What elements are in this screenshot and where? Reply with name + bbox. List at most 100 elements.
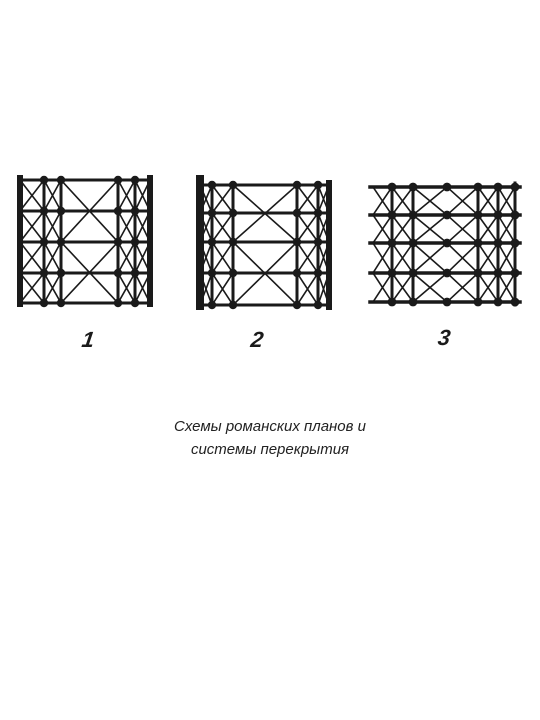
pier [292,300,302,310]
pier [387,182,397,192]
vault-rib [371,241,394,275]
pier [408,182,418,192]
pier [510,297,520,307]
pier [56,268,66,278]
pier [56,206,66,216]
pier [292,180,302,190]
pier [408,297,418,307]
vault-rib [18,209,46,244]
vault-rib [295,271,320,307]
vault-rib [316,183,331,215]
vault-rib [411,185,449,217]
pier [130,206,140,216]
pier [387,297,397,307]
vault-rib [133,240,152,275]
vault-rib [316,271,331,307]
pier [442,238,452,248]
pier [408,210,418,220]
pier [113,237,123,247]
vault-rib [231,240,299,307]
pier [113,268,123,278]
pier [442,182,452,192]
pier [56,175,66,185]
pier [510,182,520,192]
pier [313,237,323,247]
pier [442,210,452,220]
pier [387,268,397,278]
pier [207,268,217,278]
vault-rib [316,240,331,275]
vault-rib [231,183,299,244]
pier [510,238,520,248]
pier [207,208,217,218]
vault-rib [295,240,320,275]
pier [39,206,49,216]
vault-rib [18,240,46,275]
vault-rib [59,240,120,305]
pier [228,237,238,247]
vault-rib [316,211,331,244]
pier [228,208,238,218]
pier [130,268,140,278]
vault-rib [496,185,517,217]
caption-line-2: системы перекрытия [190,441,350,458]
pier [228,268,238,278]
vault-rib [476,271,500,304]
pier [292,268,302,278]
pier [207,237,217,247]
vault-rib [445,271,480,304]
vault-rib [116,240,137,275]
vault-rib [198,183,214,215]
pier [473,182,483,192]
pier [228,300,238,310]
vault-rib [42,240,63,275]
vault-rib [59,178,120,244]
pier [493,297,503,307]
vault-rib [133,271,152,305]
pier [387,238,397,248]
vault-rib [210,211,235,244]
caption-line-1: Схемы романских планов и [174,418,366,435]
vault-rib [18,271,46,305]
pier [113,206,123,216]
vault-rib [133,209,152,244]
vault-rib [116,271,137,305]
vault-rib [371,271,394,304]
pier [313,180,323,190]
vault-rib [371,185,394,217]
pier [313,208,323,218]
pier [493,238,503,248]
vault-rib [390,213,415,245]
vault-rib [476,185,500,217]
pier [228,180,238,190]
vault-rib [42,178,63,213]
pier [207,300,217,310]
vault-rib [476,241,500,275]
pier [510,268,520,278]
vault-rib [390,271,415,304]
vault-rib [496,241,517,275]
pier [473,210,483,220]
vault-rib [411,271,449,304]
pier [39,175,49,185]
pier [130,298,140,308]
vault-rib [198,271,214,307]
vault-rib [295,211,320,244]
pier [473,238,483,248]
vault-rib [198,211,214,244]
pier [493,210,503,220]
pier [292,208,302,218]
vault-rib [371,213,394,245]
pier [473,297,483,307]
pier [313,300,323,310]
pier [473,268,483,278]
pier [130,237,140,247]
vault-rib [295,183,320,215]
vault-rib [390,241,415,275]
pier [510,210,520,220]
pier [292,237,302,247]
vault-rib [411,213,449,245]
vault-rib [133,178,152,213]
vault-rib [445,241,480,275]
